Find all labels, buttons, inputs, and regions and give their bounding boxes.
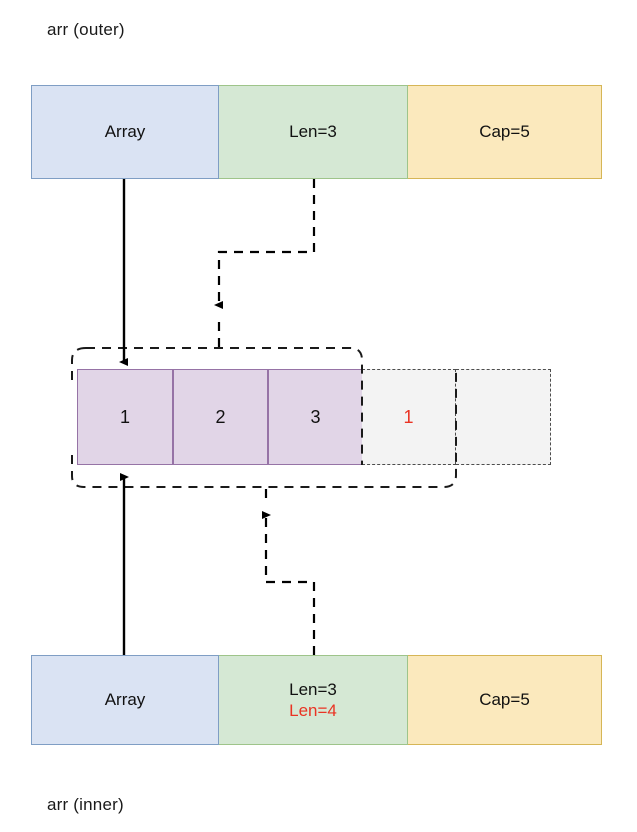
backing-slot-0-value: 1 bbox=[119, 406, 130, 427]
backing-slot-1: 2 bbox=[173, 369, 268, 465]
backing-slot-3-value: 1 bbox=[403, 406, 414, 427]
inner-cap-field: Cap=5 bbox=[408, 655, 602, 745]
inner-len-field: Len=3 Len=4 bbox=[219, 655, 408, 745]
backing-slot-2-value: 3 bbox=[310, 406, 321, 427]
outer-cap-field: Cap=5 bbox=[408, 85, 602, 179]
outer-len-pointer bbox=[214, 179, 316, 309]
backing-slot-4 bbox=[456, 369, 551, 465]
outer-array-label: Array bbox=[104, 122, 146, 142]
outer-len-field: Len=3 bbox=[219, 85, 408, 179]
inner-slice-header: Array Len=3 Len=4 Cap=5 bbox=[31, 655, 602, 745]
outer-cap-label: Cap=5 bbox=[479, 122, 530, 142]
inner-len-pointer bbox=[262, 511, 316, 655]
inner-cap-label: Cap=5 bbox=[479, 690, 530, 710]
caption-arr-inner: arr (inner) bbox=[47, 795, 124, 814]
backing-slot-0: 1 bbox=[77, 369, 173, 465]
backing-slot-2: 3 bbox=[268, 369, 363, 465]
inner-array-field: Array bbox=[31, 655, 219, 745]
outer-slice-header: Array Len=3 Cap=5 bbox=[31, 85, 602, 179]
outer-array-field: Array bbox=[31, 85, 219, 179]
caption-arr-outer: arr (outer) bbox=[47, 20, 125, 39]
inner-array-label: Array bbox=[104, 690, 146, 710]
backing-slot-1-value: 2 bbox=[215, 406, 226, 427]
outer-len-label: Len=3 bbox=[289, 122, 337, 142]
inner-len-label: Len=3 bbox=[289, 679, 337, 699]
inner-len-updated-label: Len=4 bbox=[289, 701, 337, 720]
backing-slot-3: 1 bbox=[362, 369, 456, 465]
